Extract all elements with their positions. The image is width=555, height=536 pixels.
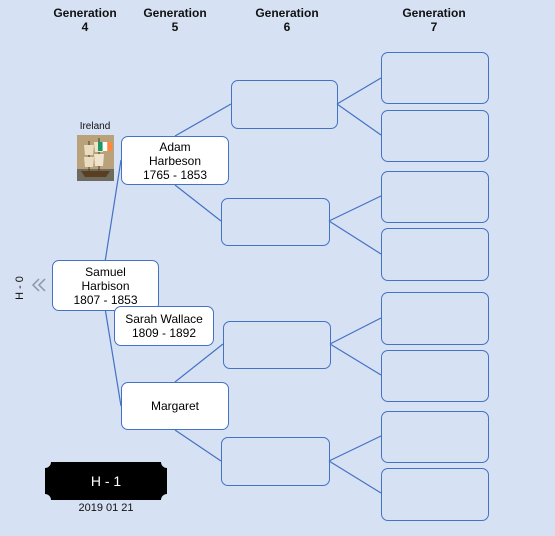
chart-badge[interactable] — [45, 462, 167, 500]
generation-6-title: Generation — [255, 6, 319, 20]
root-person-card[interactable]: Samuel Harbison 1807 - 1853 — [52, 260, 159, 311]
father-card[interactable]: Adam Harbeson 1765 - 1853 — [121, 136, 229, 185]
generation-7-slot-2[interactable] — [381, 110, 489, 162]
generation-6-slot-3[interactable] — [223, 321, 331, 369]
root-person-lifespan: 1807 - 1853 — [73, 292, 138, 307]
generation-5-header: Generation 5 — [135, 6, 215, 34]
generation-5-number: 5 — [171, 20, 179, 34]
mother-name: Margaret — [150, 399, 200, 413]
root-person-first-name: Samuel — [85, 264, 126, 279]
generation-5-title: Generation — [143, 6, 207, 20]
generation-6-slot-1[interactable] — [231, 80, 338, 129]
generation-6-slot-4[interactable] — [221, 437, 330, 486]
generation-7-slot-3[interactable] — [381, 171, 489, 223]
generation-4-number: 4 — [81, 20, 89, 34]
generation-6-number: 6 — [283, 20, 291, 34]
generation-7-slot-8[interactable] — [381, 468, 489, 521]
generation-7-title: Generation — [402, 6, 466, 20]
generation-7-slot-7[interactable] — [381, 411, 489, 463]
spouse-name: Sarah Wallace — [125, 312, 203, 326]
mother-card[interactable]: Margaret — [121, 382, 229, 430]
spouse-lifespan: 1809 - 1892 — [131, 326, 197, 340]
chart-date: 2019 01 21 — [78, 502, 134, 514]
generation-6-slot-2[interactable] — [221, 198, 330, 246]
spouse-card[interactable]: Sarah Wallace 1809 - 1892 — [114, 306, 214, 346]
generation-4-header: Generation 4 — [45, 6, 125, 34]
side-label: H - 0 — [14, 276, 26, 300]
generation-4-title: Generation — [53, 6, 117, 20]
chart-badge-label: H - 1 — [90, 473, 122, 489]
generation-7-slot-1[interactable] — [381, 52, 489, 104]
generation-7-slot-6[interactable] — [381, 350, 489, 402]
root-person-surname: Harbison — [81, 278, 130, 293]
generation-6-header: Generation 6 — [247, 6, 327, 34]
ireland-flag-icon — [98, 138, 112, 151]
generation-7-header: Generation 7 — [394, 6, 474, 34]
father-surname: Harbeson — [148, 153, 202, 168]
father-lifespan: 1765 - 1853 — [142, 167, 208, 182]
generation-7-number: 7 — [430, 20, 438, 34]
double-chevron-left-icon[interactable] — [30, 276, 48, 299]
generation-7-slot-5[interactable] — [381, 292, 489, 345]
generation-7-slot-4[interactable] — [381, 228, 489, 281]
father-first-name: Adam — [159, 139, 191, 154]
birthplace-label: Ireland — [79, 121, 111, 132]
